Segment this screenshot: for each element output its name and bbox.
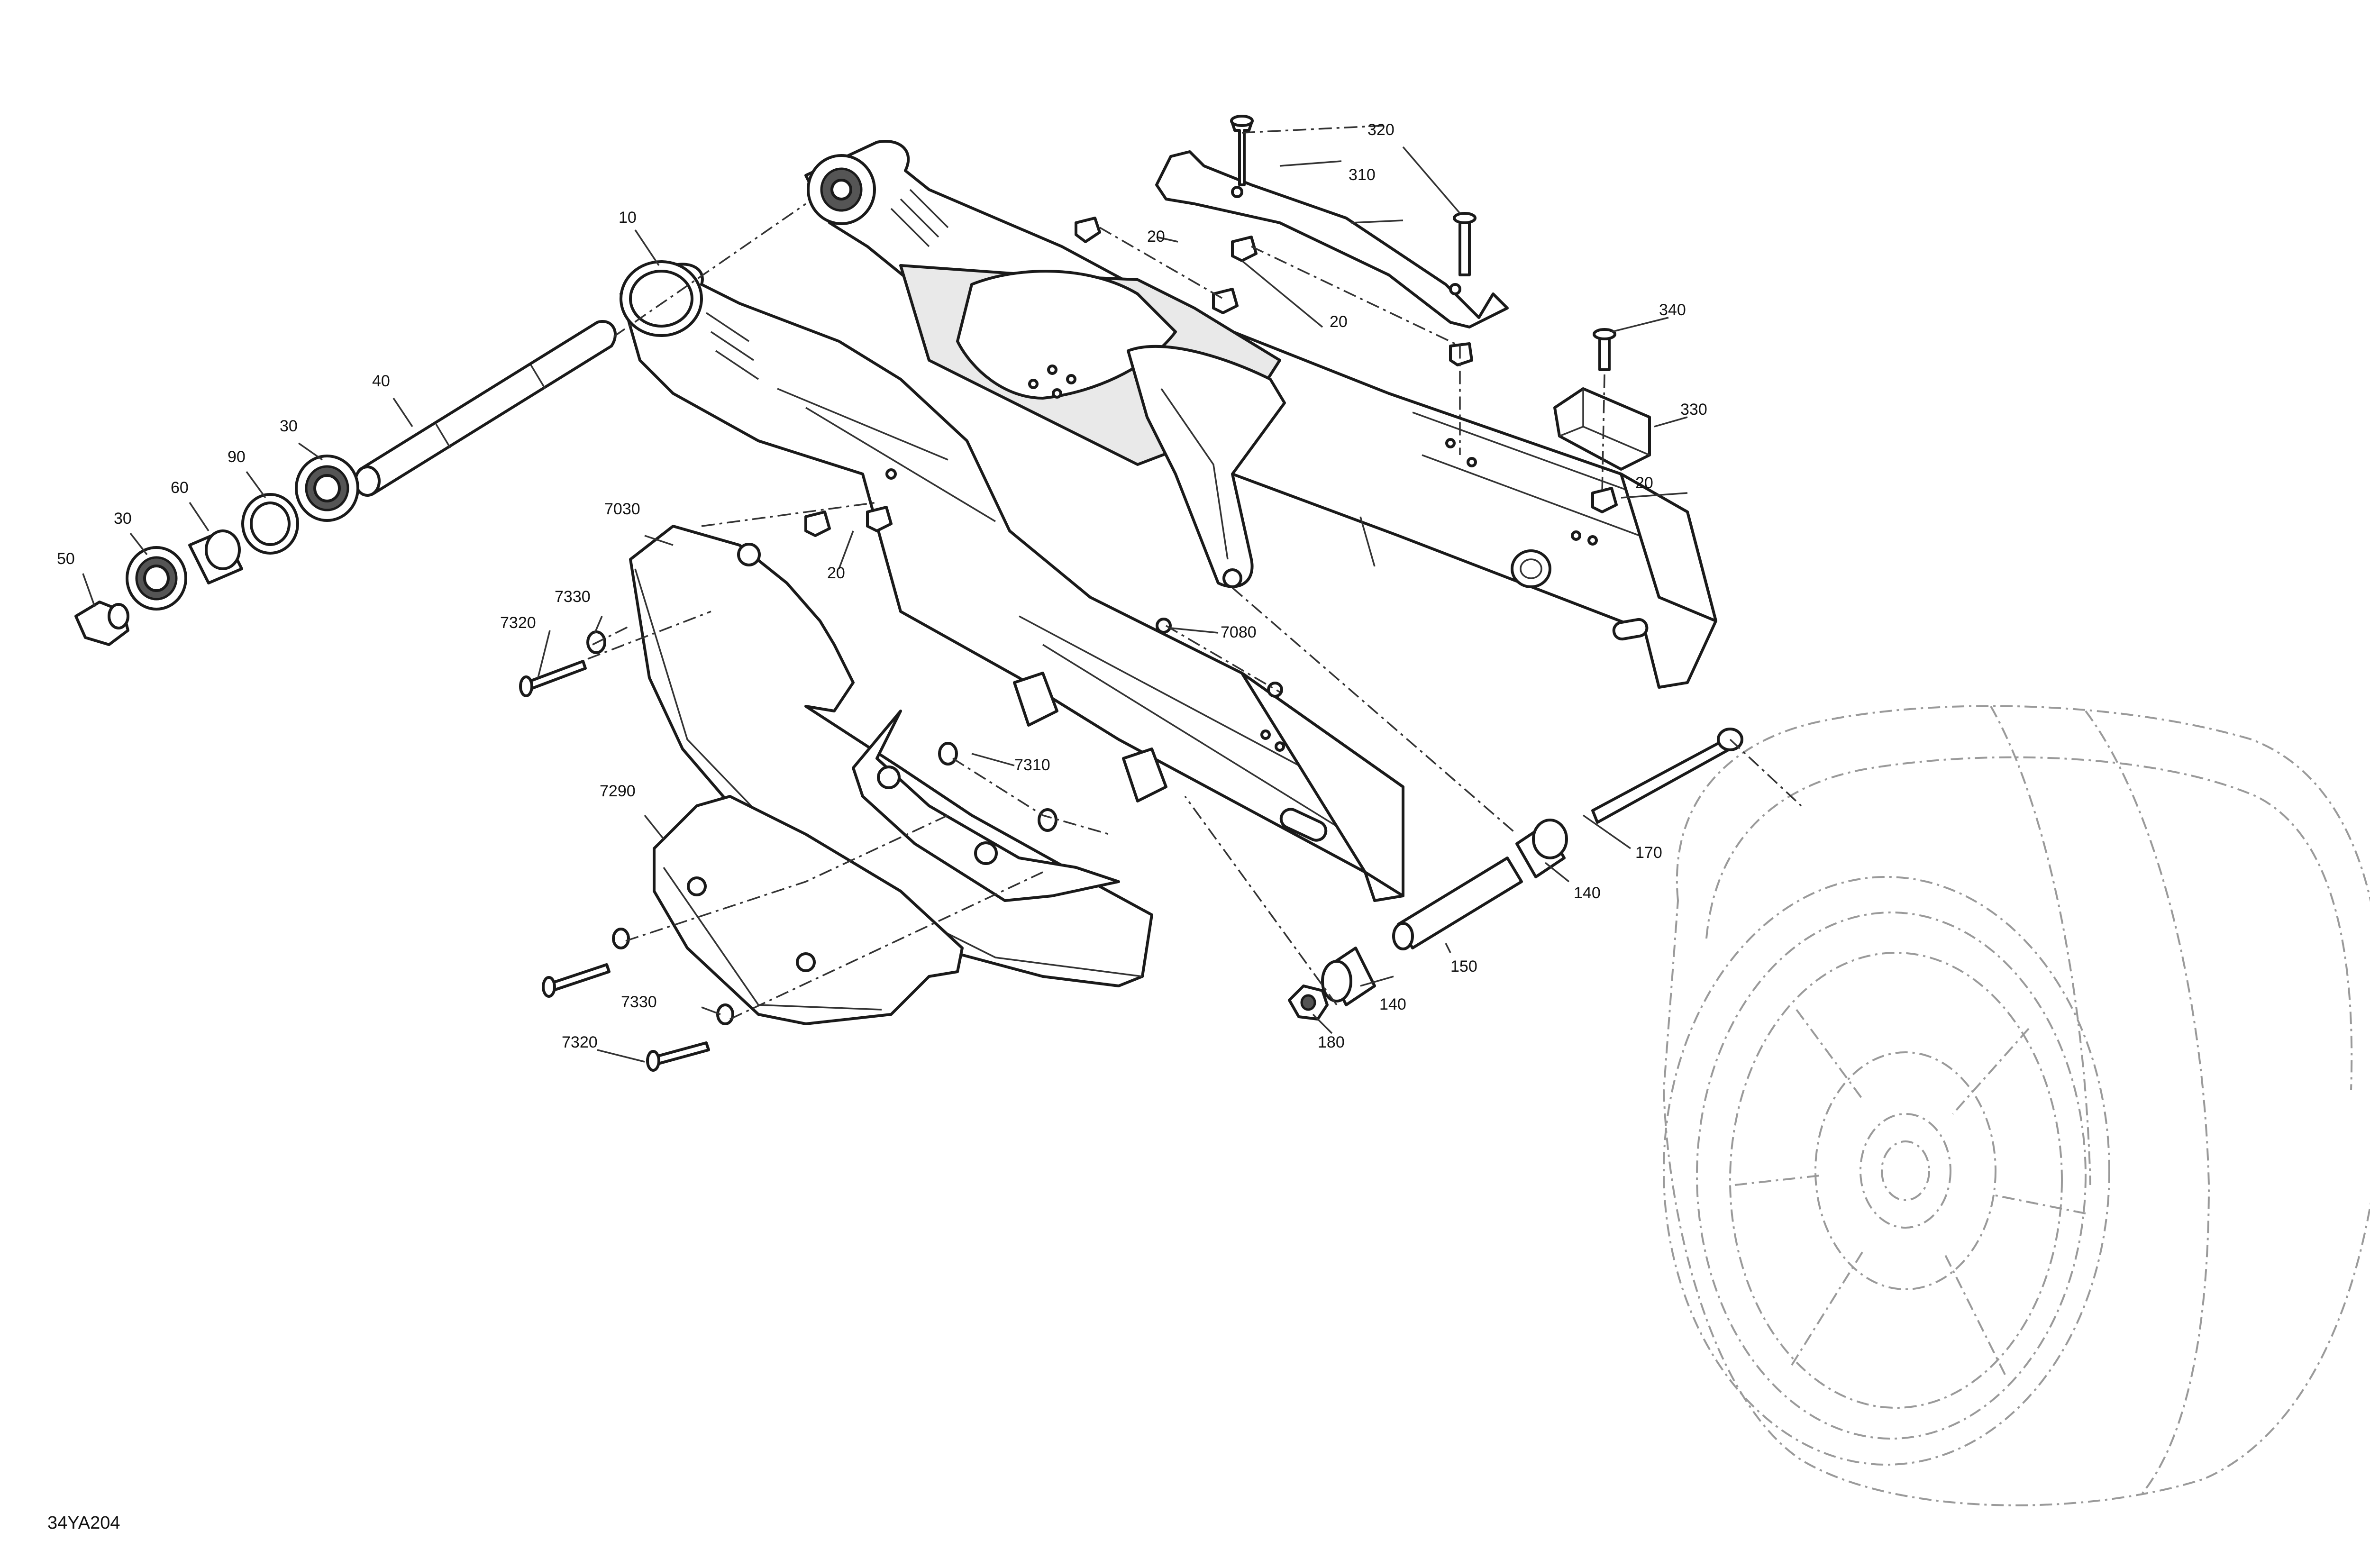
callout-20: 20 — [1147, 228, 1165, 246]
callout-7030: 7030 — [604, 500, 640, 518]
callout-20: 20 — [827, 564, 845, 582]
pivot-hardware — [74, 320, 617, 646]
callout-labels: 10 20 20 20 20 30 30 40 50 60 90 140 140… — [57, 121, 1707, 1051]
document-id: 34YA204 — [47, 1513, 120, 1533]
cover-fasteners — [519, 630, 1057, 1072]
callout-7290: 7290 — [600, 782, 636, 800]
callout-30: 30 — [280, 417, 298, 435]
callout-7320: 7320 — [562, 1033, 598, 1051]
swing-arm — [620, 140, 1717, 902]
callout-330: 330 — [1680, 401, 1707, 419]
rear-wheel-phantom — [1662, 705, 2370, 1506]
callout-7320: 7320 — [500, 614, 536, 632]
callout-60: 60 — [171, 479, 189, 497]
callout-140: 140 — [1379, 995, 1406, 1013]
callout-90: 90 — [228, 448, 246, 466]
callout-170: 170 — [1635, 844, 1662, 862]
callout-30: 30 — [114, 510, 132, 528]
callout-150: 150 — [1450, 957, 1477, 975]
center-lines — [587, 125, 1802, 1020]
callout-7330: 7330 — [555, 588, 591, 606]
leader-lines — [82, 146, 1688, 1063]
callout-10: 10 — [619, 209, 637, 227]
callout-7080: 7080 — [1221, 623, 1257, 641]
callout-20: 20 — [1330, 313, 1348, 331]
callout-40: 40 — [372, 372, 390, 390]
deflector-7310 — [852, 710, 1120, 902]
callout-20: 20 — [1635, 474, 1653, 492]
callout-310: 310 — [1349, 166, 1376, 184]
callout-320: 320 — [1367, 121, 1395, 139]
callout-340: 340 — [1659, 301, 1686, 319]
callout-50: 50 — [57, 550, 75, 568]
callout-7310: 7310 — [1014, 756, 1050, 774]
upper-hardware — [804, 115, 1651, 698]
callout-180: 180 — [1318, 1033, 1345, 1051]
callout-140: 140 — [1574, 884, 1601, 902]
axle-hardware — [1288, 728, 1743, 1021]
callout-7330: 7330 — [621, 993, 657, 1011]
